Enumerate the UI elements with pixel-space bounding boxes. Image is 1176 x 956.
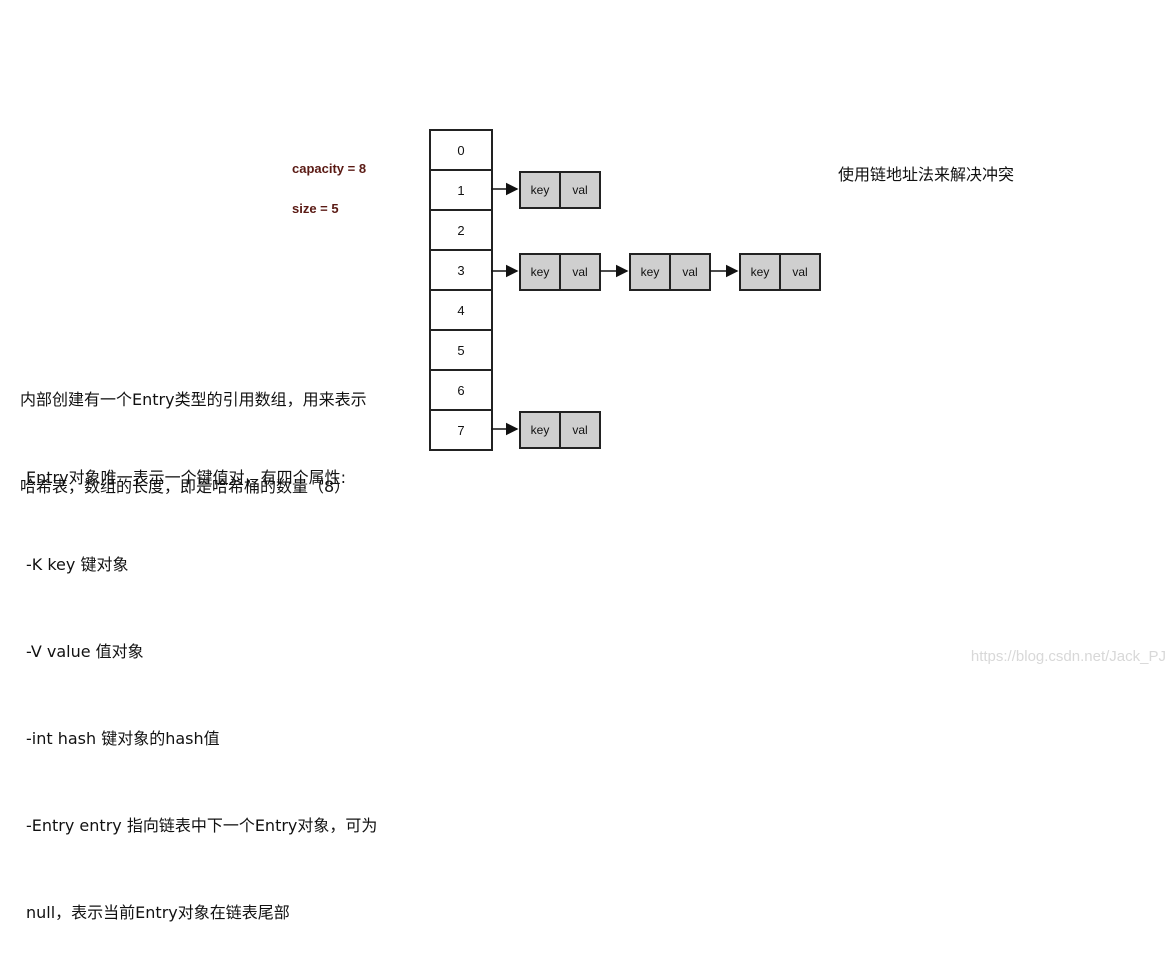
node-val: val <box>781 255 819 289</box>
node-val: val <box>561 173 599 207</box>
node-val: val <box>561 413 599 447</box>
entry-line: null，表示当前Entry对象在链表尾部 <box>26 903 290 922</box>
node-key: key <box>521 173 561 207</box>
node-val: val <box>671 255 709 289</box>
watermark: https://blog.csdn.net/Jack_PJ <box>970 648 1166 665</box>
node-key: key <box>521 255 561 289</box>
array-cell-6: 6 <box>429 369 493 411</box>
entry-line: Entry对象唯一表示一个键值对，有四个属性: <box>26 468 346 487</box>
node-val: val <box>561 255 599 289</box>
array-cell-7: 7 <box>429 409 493 451</box>
capacity-label: capacity = 8 <box>292 161 367 176</box>
description-line: 内部创建有一个Entry类型的引用数组，用来表示 <box>20 390 367 409</box>
description-block: 内部创建有一个Entry类型的引用数组，用来表示 哈希表，数组的长度，即是哈希桶… <box>20 327 367 530</box>
entry-node: key val <box>739 253 821 291</box>
node-key: key <box>521 413 561 447</box>
entry-line: -Entry entry 指向链表中下一个Entry对象，可为 <box>26 816 378 835</box>
array-cell-1: 1 <box>429 169 493 211</box>
entry-description-block: Entry对象唯一表示一个键值对，有四个属性: -K key 键对象 -V va… <box>26 405 377 956</box>
size-label: size = 5 <box>292 201 339 216</box>
description-line: 哈希表，数组的长度，即是哈希桶的数量（8） <box>20 477 351 496</box>
link-arrows <box>491 182 739 436</box>
entry-node: key val <box>519 411 601 449</box>
entry-line: -int hash 键对象的hash值 <box>26 729 220 748</box>
entry-node: key val <box>519 253 601 291</box>
entry-line: -V value 值对象 <box>26 642 144 661</box>
array-cell-4: 4 <box>429 289 493 331</box>
node-key: key <box>741 255 781 289</box>
entry-node: key val <box>519 171 601 209</box>
array-cell-0: 0 <box>429 129 493 171</box>
method-note: 使用链地址法来解决冲突 <box>838 165 1015 184</box>
entry-line: -K key 键对象 <box>26 555 129 574</box>
entry-node: key val <box>629 253 711 291</box>
node-key: key <box>631 255 671 289</box>
